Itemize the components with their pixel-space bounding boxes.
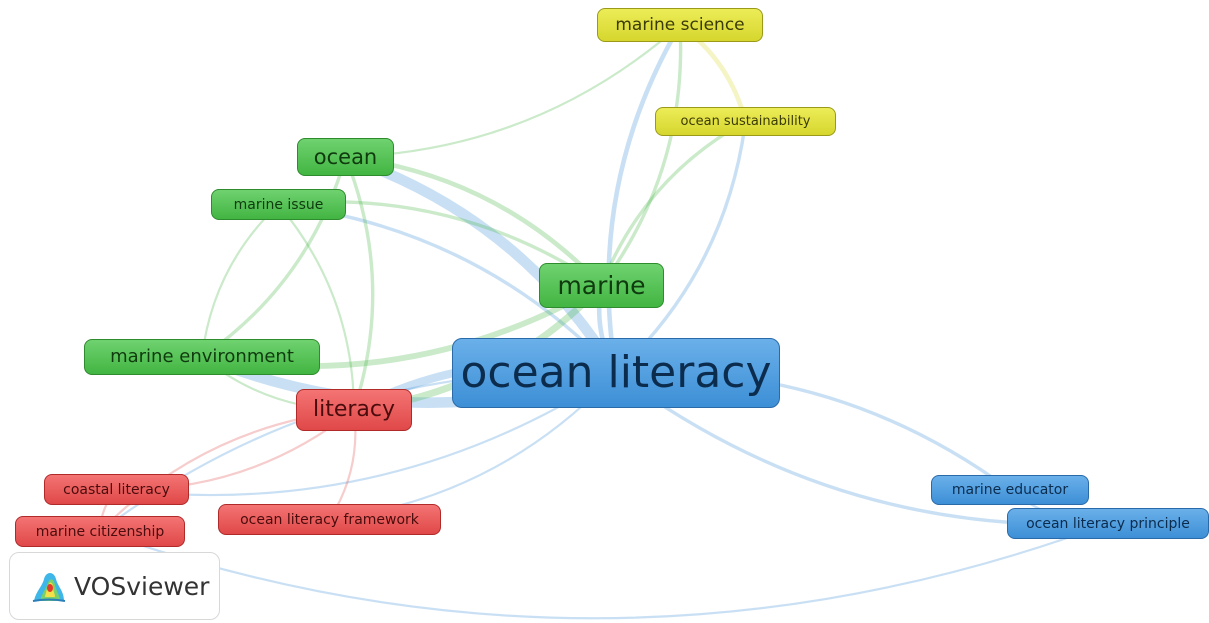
link-marine-issue-literacy xyxy=(277,203,356,412)
link-ocean-literacy xyxy=(343,155,375,412)
vosviewer-logo-icon xyxy=(32,573,66,602)
node-ocean-literacy-principle[interactable]: ocean literacy principle xyxy=(1007,508,1209,539)
node-coastal-literacy[interactable]: coastal literacy xyxy=(44,474,189,505)
node-marine-environment[interactable]: marine environment xyxy=(84,339,320,375)
node-marine[interactable]: marine xyxy=(539,263,664,308)
node-label: marine educator xyxy=(951,482,1069,498)
node-label: ocean literacy framework xyxy=(240,511,419,528)
node-label: marine citizenship xyxy=(35,523,165,540)
node-label: ocean literacy principle xyxy=(1026,515,1190,532)
node-ocean-sustainability[interactable]: ocean sustainability xyxy=(655,107,836,136)
link-ocean-marine-environment xyxy=(200,155,348,359)
link-marine-issue-marine-environment xyxy=(200,203,280,359)
link-ocean-literacy-principle-marine-citizenship xyxy=(98,522,1110,620)
node-label: marine science xyxy=(615,14,745,35)
vosviewer-wordmark: VOSviewer xyxy=(74,571,210,601)
link-marine-marine-science xyxy=(599,23,683,288)
node-ocean-literacy[interactable]: ocean literacy xyxy=(452,338,780,408)
node-label: ocean xyxy=(313,144,378,169)
node-label: literacy xyxy=(312,397,396,422)
node-marine-issue[interactable]: marine issue xyxy=(211,189,346,220)
node-label: marine xyxy=(557,271,646,300)
node-literacy[interactable]: literacy xyxy=(296,389,412,431)
node-marine-science[interactable]: marine science xyxy=(597,8,763,42)
link-ocean-literacy-ocean-sustainability xyxy=(614,119,748,375)
node-label: coastal literacy xyxy=(63,481,170,498)
link-ocean-literacy-coastal-literacy xyxy=(115,371,618,497)
node-label: marine environment xyxy=(110,346,294,367)
node-label: ocean literacy xyxy=(460,347,772,398)
vosviewer-logo-box: VOSviewer xyxy=(9,552,220,620)
node-label: marine issue xyxy=(233,196,324,213)
node-label: ocean sustainability xyxy=(680,114,811,129)
link-ocean-marine-science xyxy=(344,23,682,159)
node-marine-citizenship[interactable]: marine citizenship xyxy=(15,516,185,547)
node-marine-educator[interactable]: marine educator xyxy=(931,475,1089,505)
link-ocean-literacy-marine-science xyxy=(606,22,683,376)
node-ocean-literacy-framework[interactable]: ocean literacy framework xyxy=(218,504,441,535)
node-ocean[interactable]: ocean xyxy=(297,138,394,176)
link-marine-ocean-sustainability xyxy=(599,119,748,288)
